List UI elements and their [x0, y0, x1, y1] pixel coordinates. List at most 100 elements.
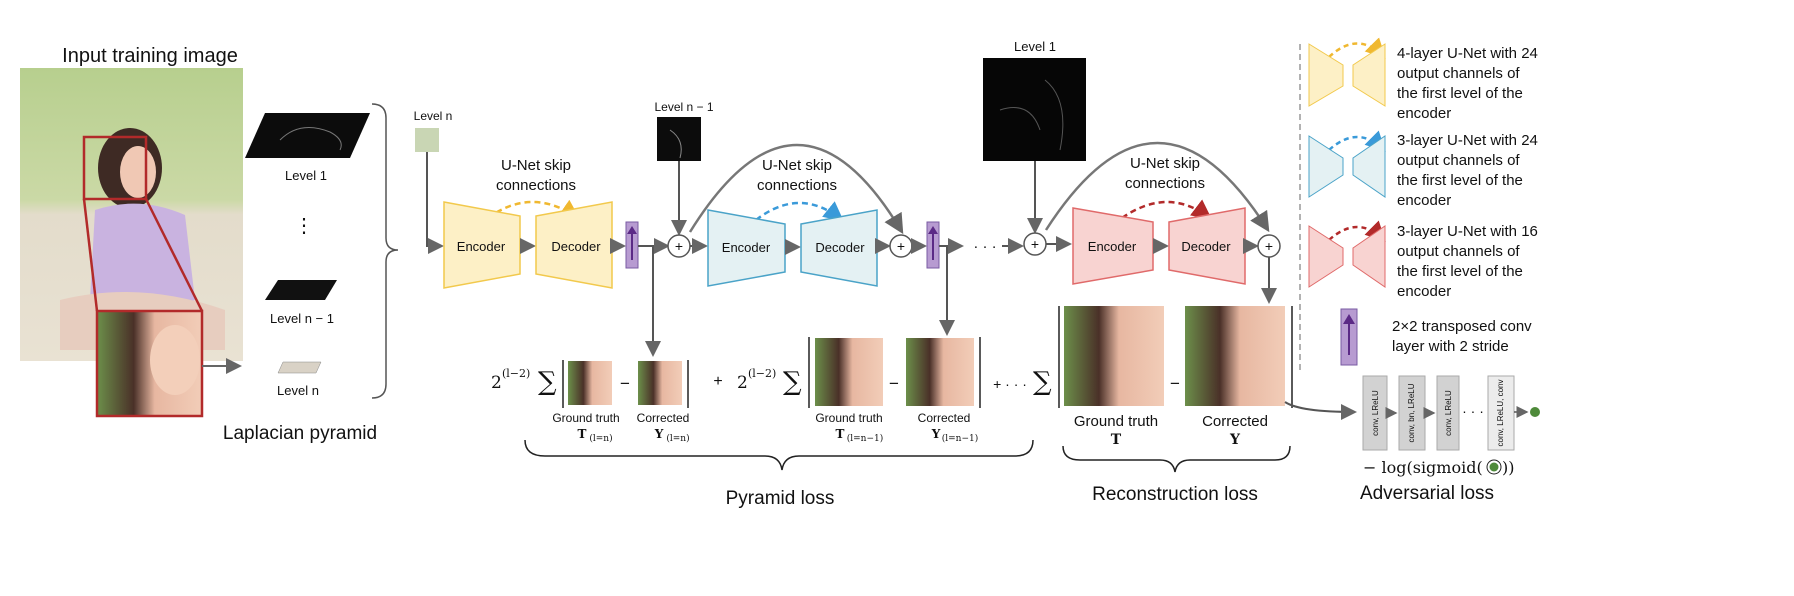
legend-text-transposed-l2: layer with 2 stride [1392, 338, 1509, 355]
svg-text:∑: ∑ [1033, 367, 1052, 397]
svg-text:T: T [578, 427, 587, 441]
svg-text:Ground truth: Ground truth [552, 411, 619, 425]
adv-formula-end: )) [1502, 458, 1514, 477]
skip-label-3b: connections [1125, 175, 1205, 192]
decoder-1-label: Decoder [551, 239, 601, 254]
legend-text-unet4-24-l4: encoder [1397, 105, 1451, 122]
svg-text:Y: Y [1229, 432, 1241, 448]
input-title: Input training image [62, 45, 238, 67]
svg-text:Ground truth: Ground truth [1074, 413, 1158, 430]
stage2-residual-arc [688, 143, 904, 235]
svg-text:−: − [889, 374, 899, 393]
svg-text:Corrected: Corrected [1202, 413, 1268, 430]
svg-text:(l=n): (l=n) [589, 433, 612, 444]
pyramid-brace [371, 103, 399, 399]
svg-text:(l−2): (l−2) [502, 367, 530, 380]
svg-text:2: 2 [737, 373, 748, 393]
legend-text-transposed-l1: 2×2 transposed conv [1392, 318, 1532, 335]
level-n1-tag: Level n − 1 [654, 100, 713, 114]
svg-text:conv, LReLU: conv, LReLU [1444, 390, 1453, 436]
crop-zoomed [95, 309, 204, 418]
encoder-1 [443, 201, 521, 289]
flow-dots: · · · [973, 238, 996, 255]
decoder-3 [1168, 207, 1246, 285]
pyramid-level-n1-image [265, 280, 337, 300]
pyramid-level-n-label: Level n [277, 383, 319, 398]
svg-text:Y: Y [931, 427, 941, 441]
to-discriminator-arrow [1284, 401, 1357, 420]
legend-text-unet3-16-l4: encoder [1397, 283, 1451, 300]
encoder-2-label: Encoder [722, 240, 771, 255]
svg-text:−: − [1170, 374, 1180, 393]
svg-text:+: + [1265, 238, 1273, 254]
skip-arrow-red [1121, 199, 1212, 220]
legend-transposed-conv [1340, 308, 1358, 366]
pyramid-level-n-image [277, 361, 322, 374]
svg-text:T: T [1111, 432, 1122, 448]
legend-text-unet3-16-l3: the first level of the [1397, 263, 1523, 280]
loss-term-reconstruction: ∑ − Ground truth T Corrected Y [1033, 306, 1293, 448]
skip-label-1a: U-Net skip [501, 157, 571, 174]
svg-text:conv, bn, LReLU: conv, bn, LReLU [1407, 383, 1416, 442]
corr-thumb-full [1185, 306, 1285, 406]
svg-text:−: − [620, 374, 630, 393]
svg-text:Ground truth: Ground truth [815, 411, 882, 425]
encoder-1-label: Encoder [457, 239, 506, 254]
level-1-tag: Level 1 [1014, 39, 1056, 54]
pyramid-ellipsis: ⋮ [294, 215, 314, 237]
legend-unet3-16 [1308, 220, 1386, 288]
corr-thumb-n1 [906, 338, 974, 406]
level-1-thumbnail [983, 58, 1086, 161]
svg-text:conv, LReLU, conv: conv, LReLU, conv [1496, 380, 1505, 447]
svg-text:+: + [897, 238, 905, 254]
corr-thumb-n [638, 361, 682, 405]
gt-thumb-n1 [815, 338, 883, 406]
encoder-3-label: Encoder [1088, 239, 1137, 254]
skip-label-2a: U-Net skip [762, 157, 832, 174]
svg-text:T: T [836, 427, 845, 441]
decoder-3-label: Decoder [1181, 239, 1231, 254]
adv-formula: − log(sigmoid( [1363, 458, 1483, 477]
crop-box-small [82, 135, 148, 201]
loss-term-level-n1: 2 (l−2) ∑ − Ground truth T (l=n−1) Corre… [737, 337, 981, 444]
adversarial-loss-label: Adversarial loss [1360, 483, 1494, 504]
level-n-thumbnail [415, 128, 439, 152]
pyramid-level-1-label: Level 1 [285, 168, 327, 183]
reconstruction-loss-label: Reconstruction loss [1092, 484, 1258, 505]
decoder-1 [535, 201, 613, 289]
legend-text-unet4-24-l2: output channels of [1397, 65, 1520, 82]
decoder-2 [800, 209, 878, 287]
level-n-tag: Level n [414, 109, 453, 123]
legend-text-unet3-24-l4: encoder [1397, 192, 1451, 209]
skip-label-2b: connections [757, 177, 837, 194]
legend-unet3-24 [1308, 130, 1386, 198]
svg-text:(l=n): (l=n) [666, 433, 689, 444]
pyramid-level-1-image [245, 113, 370, 158]
laplacian-title: Laplacian pyramid [223, 423, 377, 444]
svg-text:Corrected: Corrected [637, 411, 690, 425]
svg-text:∑: ∑ [783, 367, 802, 397]
legend-text-unet3-16-l2: output channels of [1397, 243, 1520, 260]
legend-text-unet3-24-l3: the first level of the [1397, 172, 1523, 189]
pyramid-loss-brace [524, 439, 1034, 471]
skip-label-3a: U-Net skip [1130, 155, 1200, 172]
gt-thumb-n [568, 361, 612, 405]
reconstruction-loss-brace [1062, 445, 1291, 473]
svg-text:conv, LReLU: conv, LReLU [1371, 390, 1380, 436]
legend-text-unet3-24-l1: 3-layer U-Net with 24 [1397, 132, 1538, 149]
encoder-2 [707, 209, 786, 287]
svg-text:(l−2): (l−2) [748, 367, 776, 380]
skip-label-1b: connections [496, 177, 576, 194]
plus-dots: + · · · [993, 376, 1027, 392]
svg-text:Y: Y [654, 427, 664, 441]
pyramid-loss-label: Pyramid loss [726, 488, 835, 509]
stage3-residual-arc [1044, 141, 1270, 233]
skip-arrow-blue [755, 201, 844, 222]
svg-text:+: + [675, 238, 683, 254]
plus-sign: + [713, 373, 722, 390]
legend-text-unet4-24-l3: the first level of the [1397, 85, 1523, 102]
legend-text-unet4-24-l1: 4-layer U-Net with 24 [1397, 45, 1538, 62]
svg-text:(l=n−1): (l=n−1) [942, 433, 979, 444]
legend-unet4-24 [1308, 37, 1386, 107]
